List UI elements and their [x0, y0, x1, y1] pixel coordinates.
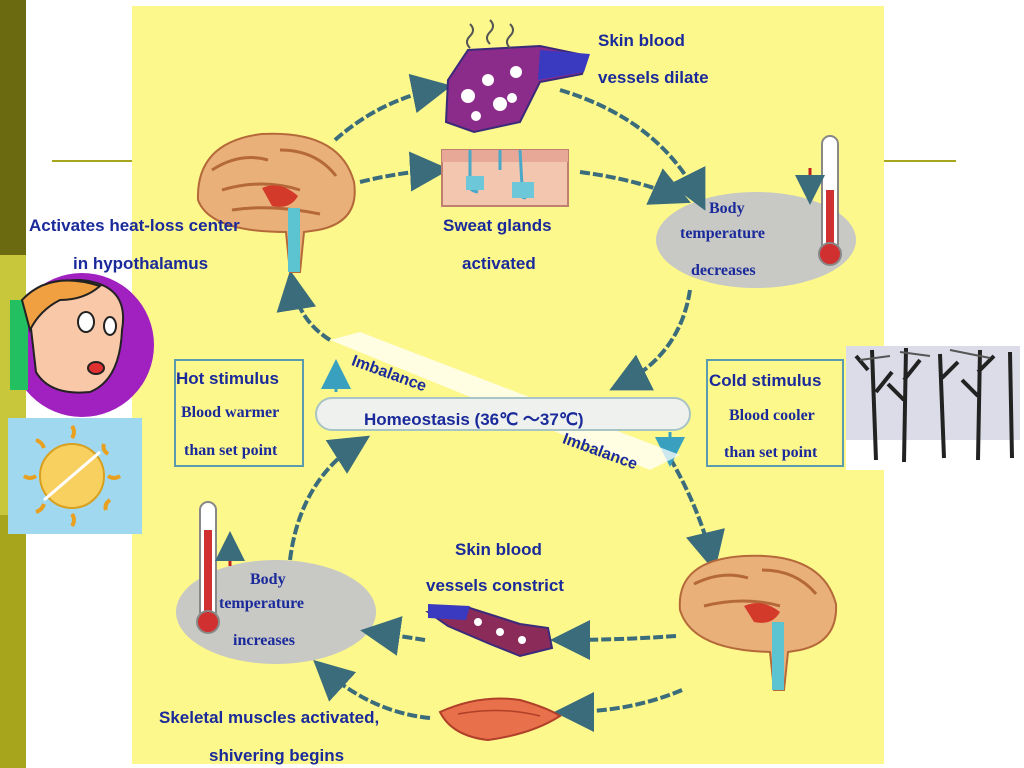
arrow-constrict-to-temp — [360, 616, 426, 656]
brain-icon-2 — [678, 554, 838, 691]
sun-icon — [8, 418, 142, 534]
bt-inc-label-1: Body — [250, 571, 286, 588]
sweat-label-2: activated — [462, 254, 536, 273]
arrow-vessels-to-temp — [559, 88, 706, 211]
activates-label-2: in hypothalamus — [73, 254, 209, 273]
arrow-muscle-to-temp — [313, 659, 431, 720]
skin-constrict-label-1: Skin blood — [455, 540, 542, 559]
cold-stimulus-detail-1: Blood cooler — [729, 407, 815, 424]
hot-stimulus-box — [174, 359, 304, 467]
skin-dilate-label-2: vessels dilate — [598, 68, 709, 87]
title-rule-left — [52, 160, 132, 162]
arrow-sweat-to-temp — [579, 168, 691, 205]
muscle-icon — [438, 697, 562, 742]
bt-inc-label-3: increases — [233, 632, 295, 649]
arrow-temp-to-homeostasis — [609, 289, 692, 391]
thermometer-icon — [795, 135, 842, 266]
arrow-imbalance-to-brain-bottom — [668, 457, 725, 572]
cartoon-person-icon — [10, 273, 154, 417]
constricted-vessel-icon — [425, 604, 554, 658]
skeletal-label-1: Skeletal muscles activated, — [159, 708, 380, 727]
homeostasis-bar — [315, 397, 691, 431]
title-rule-right — [884, 160, 956, 162]
sweat-gland-icon — [441, 149, 569, 207]
arrow-brain-to-vessels — [333, 73, 452, 142]
winter-trees-icon — [846, 346, 1020, 470]
skeletal-label-2: shivering begins — [209, 746, 345, 765]
brain-icon — [196, 132, 356, 273]
arrow-brain-to-muscle — [554, 688, 683, 732]
homeostasis-label: Homeostasis (36℃ ～37℃) — [364, 410, 584, 429]
hot-stimulus-detail-2: than set point — [184, 442, 278, 459]
arrow-brain-to-constrict — [550, 619, 677, 660]
skin-constrict-label-2: vessels constrict — [426, 576, 564, 595]
skin-dilate-label-1: Skin blood — [598, 31, 685, 50]
sweat-label-1: Sweat glands — [443, 216, 552, 235]
bt-inc-label-2: temperature — [219, 595, 304, 612]
body-temp-decrease-ellipse — [656, 192, 856, 288]
blood-vessel-icon — [444, 19, 590, 134]
hot-stimulus-detail-1: Blood warmer — [181, 404, 280, 421]
arrow-imbalance-to-brain-top — [276, 270, 332, 342]
cold-stimulus-detail-2: than set point — [724, 444, 818, 461]
cold-stimulus-label: Cold stimulus — [709, 371, 822, 390]
activates-label-1: Activates heat-loss center — [29, 216, 240, 235]
thermometer-icon-2 — [196, 501, 245, 634]
bt-dec-label-1: Body — [709, 200, 745, 217]
body-temp-increase-ellipse — [176, 560, 376, 664]
left-accent-bar-dark — [0, 0, 26, 255]
arrow-temp-to-homeostasis-bottom — [288, 435, 371, 561]
bt-dec-label-2: temperature — [680, 225, 765, 242]
cold-stimulus-box — [706, 359, 844, 467]
bt-dec-label-3: decreases — [691, 262, 756, 279]
hot-stimulus-label: Hot stimulus — [176, 369, 279, 388]
arrow-brain-to-sweat — [359, 151, 450, 192]
